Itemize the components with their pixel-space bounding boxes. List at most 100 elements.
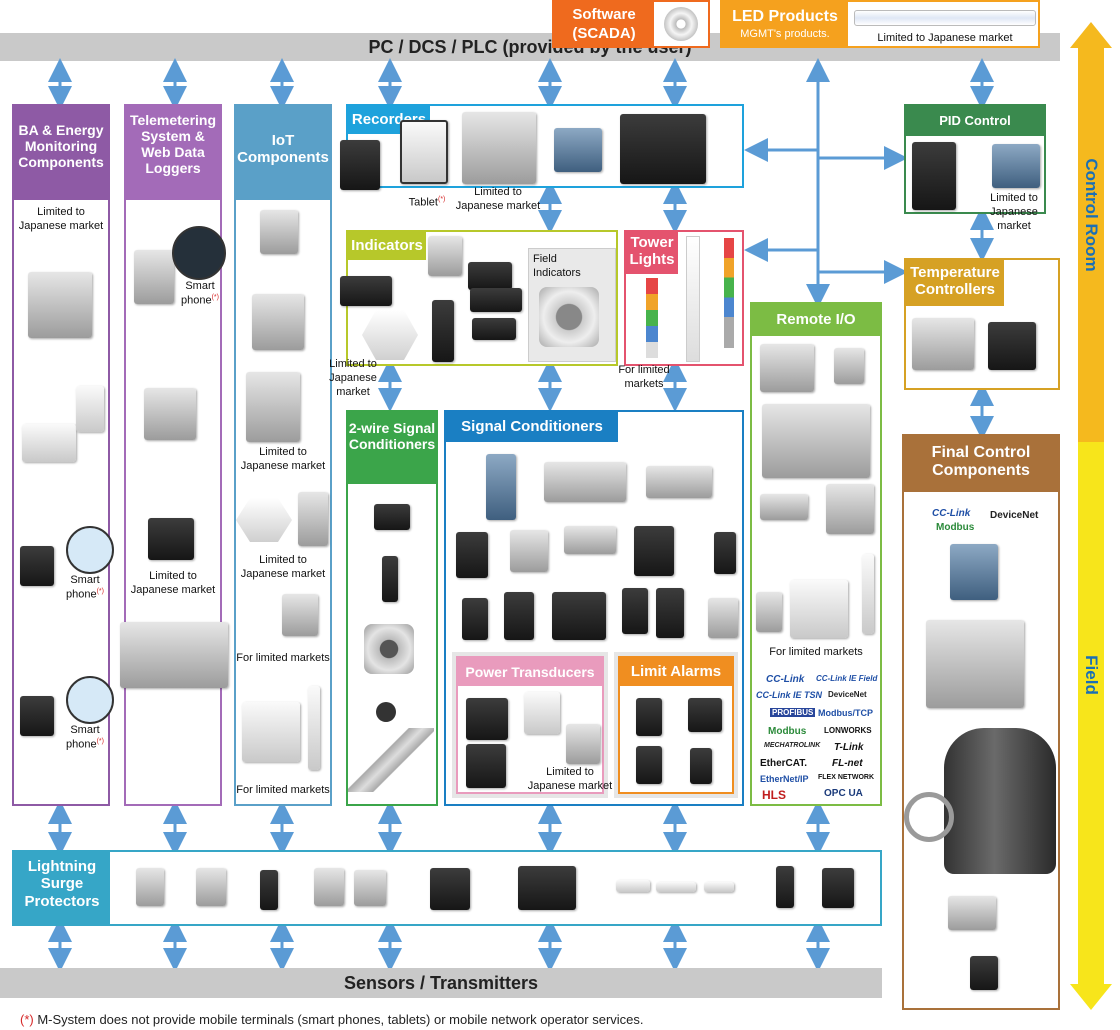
led-box: LED Products MGMT's products. Limited to… (720, 0, 1040, 48)
field-indicators-label: Field Indicators (533, 253, 581, 279)
power-device-2 (524, 692, 560, 734)
side-arrow: Control Room Field (1070, 22, 1112, 1012)
limit-alarms-panel: Limit Alarms (614, 652, 738, 798)
two-wire-device-4 (376, 702, 396, 722)
final-actuator-5 (970, 956, 998, 990)
two-wire-device-2 (382, 556, 398, 602)
two-wire-title: 2-wire Signal Conditioners (348, 412, 436, 484)
smart-phone-icon-3 (172, 226, 226, 280)
ba-smart-phone-2: Smart phone(*) (66, 724, 104, 751)
ba-energy-note: Limited to Japanese market (18, 206, 104, 232)
signal-device-2 (544, 462, 626, 502)
indicator-device-2 (428, 236, 462, 276)
iot-device-1 (260, 210, 298, 254)
digital-meter-2 (470, 288, 522, 312)
final-actuator-1 (950, 544, 998, 600)
field-indicators-frame: Field Indicators (528, 248, 616, 362)
tower-light-3 (724, 238, 734, 348)
modbus-tcp-logo: Modbus/TCP (818, 708, 873, 718)
iot-note-2: Limited to Japanese market (240, 554, 326, 580)
remote-tower-light (862, 554, 874, 634)
tele-note: Limited to Japanese market (130, 570, 216, 596)
tower-lights-panel: Tower Lights For limited markets (618, 230, 744, 390)
limit-device-3 (636, 746, 662, 784)
led-tube-icon (854, 10, 1036, 26)
signal-device-13 (656, 588, 684, 638)
pid-panel: PID Control Components Limited to Japane… (904, 104, 1046, 232)
surge-device-3 (260, 870, 278, 910)
led-note: Limited to Japanese market (877, 32, 1013, 44)
signal-device-1 (486, 454, 516, 520)
final-actuator-3 (944, 728, 1056, 874)
remote-device-2 (834, 348, 864, 384)
surge-device-5 (354, 870, 386, 906)
remote-io-title: Remote I/O (752, 304, 880, 336)
final-modbus-logo: Modbus (936, 522, 975, 533)
limit-alarms-title: Limit Alarms (620, 658, 732, 686)
iot-device-4 (282, 594, 318, 636)
remote-io-panel: Remote I/O For limited markets CC-Link C… (750, 302, 882, 806)
pid-device-2 (992, 144, 1040, 188)
two-wire-device-3 (364, 624, 414, 674)
final-devicenet-logo: DeviceNet (990, 510, 1039, 521)
tower-light-2 (686, 236, 700, 362)
final-actuator-2 (926, 620, 1024, 708)
final-actuator-4 (948, 896, 996, 930)
signal-device-8 (714, 532, 736, 574)
iot-panel: IoT Components Limited to Japanese marke… (234, 104, 332, 806)
surge-device-1 (136, 868, 164, 906)
iot-note-4: For limited markets (236, 784, 330, 796)
signal-device-9 (462, 598, 488, 640)
tower-lights-note: For limited markets (618, 364, 670, 390)
tele-device-2 (144, 388, 196, 440)
indicators-title: Indicators (348, 232, 426, 260)
iot-tower-light (308, 686, 320, 770)
remote-device-1 (760, 344, 814, 392)
power-transducers-note: Limited to Japanese market (527, 766, 613, 792)
cc-link-logo: CC-Link (766, 674, 805, 685)
iot-gateway (236, 498, 292, 542)
signal-title: Signal Conditioners (446, 412, 618, 442)
iot-note-3: For limited markets (236, 652, 330, 664)
signal-panel: Signal Conditioners Power Transducers Li… (444, 410, 744, 806)
digital-meter-1 (468, 262, 512, 290)
field-indicator-device (539, 287, 599, 347)
recorder-device-2 (462, 112, 536, 184)
remote-device-3 (762, 404, 870, 478)
final-control-title: Final Control Components (904, 436, 1058, 492)
final-control-panel: Final Control Components CC-Link DeviceN… (902, 434, 1060, 1010)
surge-device-2 (196, 868, 226, 906)
pid-device-1 (912, 142, 956, 210)
tablet-icon (400, 120, 448, 184)
recorders-panel: Recorders Tablet(*) Limited to Japanese … (340, 104, 744, 212)
surge-device-8 (616, 880, 650, 892)
lightning-panel: Lightning Surge Protectors (12, 850, 882, 926)
two-wire-panel: 2-wire Signal Conditioners (346, 410, 438, 806)
ba-energy-title: BA & Energy Monitoring Components (14, 106, 108, 200)
t-link-logo: T-Link (834, 742, 864, 753)
smart-phone-icon-2 (66, 676, 114, 724)
footer-mark: (*) (20, 1012, 34, 1027)
signal-device-4 (456, 532, 488, 578)
iot-title: IoT Components (236, 106, 330, 200)
ba-energy-panel: BA & Energy Monitoring Components Limite… (12, 104, 114, 806)
final-cc-link-logo: CC-Link (932, 508, 971, 519)
remote-device-6 (790, 580, 848, 638)
flex-network-logo: FLEX NETWORK (818, 774, 874, 781)
software-title: Software (572, 6, 636, 23)
bottom-bar: Sensors / Transmitters (0, 968, 882, 998)
telemetering-panel: Telemetering System & Web Data Loggers S… (120, 104, 228, 806)
smart-phone-icon-1 (66, 526, 114, 574)
indicators-panel: Indicators Limited to Japanese market Fi… (329, 230, 618, 398)
signal-device-12 (622, 588, 648, 634)
tele-smart-phone: Smart phone(*) (181, 280, 219, 307)
ba-device-4 (20, 696, 54, 736)
pid-note: Limited to Japanese market (990, 192, 1038, 232)
iot-device-3 (298, 492, 328, 546)
power-device-3 (466, 744, 506, 788)
power-transducers-panel: Power Transducers Limited to Japanese ma… (452, 652, 612, 798)
mechatrolink-logo: MECHATROLINK (764, 742, 821, 749)
recorder-device-3 (554, 128, 602, 172)
iot-device-2 (252, 294, 304, 350)
temp-device-1 (912, 318, 974, 370)
